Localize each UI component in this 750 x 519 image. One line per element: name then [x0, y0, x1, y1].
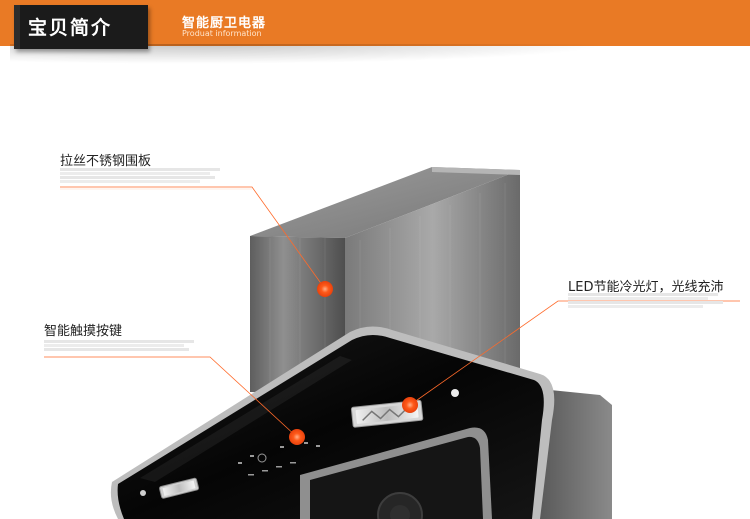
- callout-panel-fineprint: [60, 167, 230, 184]
- intake-inner: [310, 436, 483, 519]
- glass-reflection: [140, 356, 352, 482]
- marker-dot-icon: [317, 281, 333, 297]
- header-subtitle-en: Produat information: [182, 29, 262, 38]
- fan-hub: [390, 505, 410, 519]
- callout-led-fineprint: [568, 292, 738, 309]
- touch-control-strip: [238, 442, 320, 476]
- header-subtitle-cn: 智能厨卫电器: [182, 16, 267, 31]
- callout-touch-title: 智能触摸按键: [44, 324, 123, 339]
- title-box-accent: [14, 5, 20, 49]
- header-shadow: [10, 44, 610, 64]
- chimney-left-face: [432, 167, 520, 175]
- callout-led-title: LED节能冷光灯，光线充沛: [568, 280, 724, 295]
- callout-panel-title: 拉丝不锈钢围板: [60, 154, 152, 169]
- callout-touch-fineprint: [44, 339, 214, 352]
- marker-dot-icon: [289, 429, 305, 445]
- title-box: [14, 5, 148, 49]
- led-lamp-left: [159, 477, 199, 499]
- chimney-top-face: [250, 167, 520, 238]
- page-title: 宝贝简介: [28, 17, 113, 39]
- marker-dot-icon: [402, 397, 418, 413]
- indicator-light-left: [140, 490, 146, 496]
- indicator-light: [451, 389, 459, 397]
